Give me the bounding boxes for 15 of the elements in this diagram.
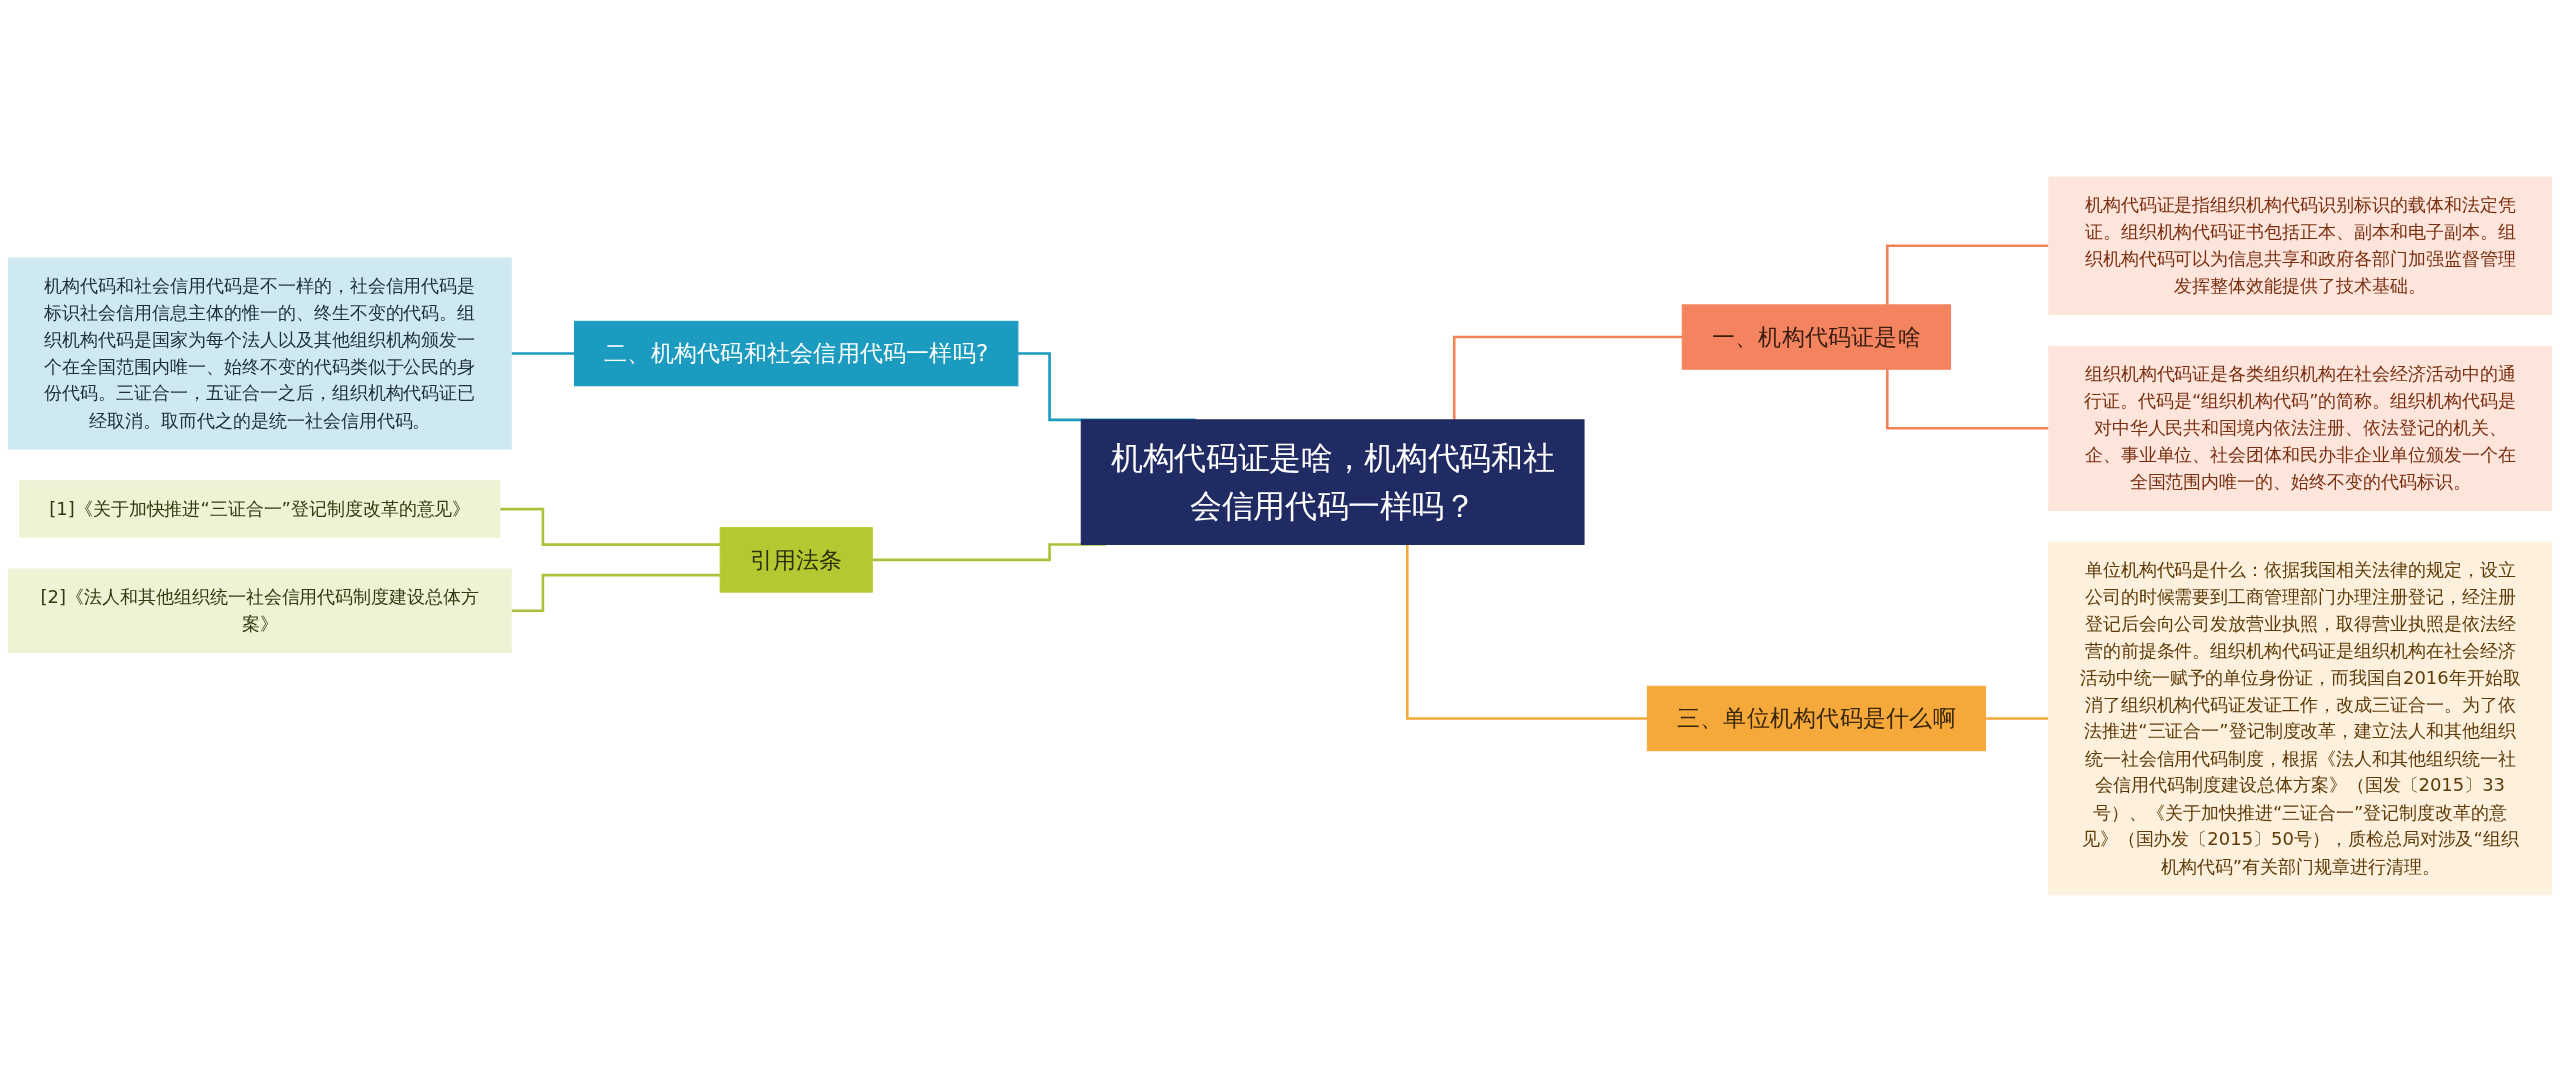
node-box: 机构代码证是啥，机构代码和社会信用代码一样吗？: [1080, 419, 1585, 545]
node-box: 二、机构代码和社会信用代码一样吗?: [574, 320, 1019, 387]
connector: [1452, 335, 1683, 420]
node-box: 机构代码证是指组织机构代码识别标识的载体和法定凭证。组织机构代码证书包括正本、副本和电子副本。组织机构代码可以为信息共享和政府各部门加强监督管理发挥整体效能提供了技术基础。: [2048, 176, 2553, 315]
node-box: [1]《关于加快推进“三证合一”登记制度改革的意见》: [19, 480, 501, 538]
node-box: [2]《法人和其他组织统一社会信用代码制度建设总体方案》: [7, 568, 512, 653]
connector: [1885, 369, 2049, 430]
node-box: 三、单位机构代码是什么啊: [1646, 685, 1986, 752]
node-box: 机构代码和社会信用代码是不一样的，社会信用代码是标识社会信用信息主体的惟一的、终生不变的代码。组织机构代码是国家为每个法人以及其他组织机构颁发一个在全国范围内唯一、始终不变的代码类似于公民的身份代码。三证合一，五证合一之后，组织机构代码证已经取消。取而代之的是统一社会信用代码。: [7, 257, 512, 450]
node-box: 引用法条: [719, 527, 873, 593]
node-box: 单位机构代码是什么：依据我国相关法律的规定，设立公司的时候需要到工商管理部门办理注册登记，经注册登记后会向公司发放营业执照，取得营业执照是依法经营的前提条件。组织机构代码证是组织机构在社会经济活动中统一赋予的单位身份证，而我国自2016年开始取消了组织机构代码证发证工作，改成三证合一。为了依法推进“三证合一”登记制度改革，建立法人和其他组织统一社会信用代码制度，根据《法人和其他组织统一社会信用代码制度建设总体方案》（国发〔2015〕33号）、《关于加快推进“三证合一”登记制度改革的意见》（国办发〔2015〕50号），质检总局对涉及“组织机构代码”有关部门规章进行清理。: [2048, 541, 2553, 896]
connector: [1885, 244, 2049, 305]
node-box: 组织机构代码证是各类组织机构在社会经济活动中的通行证。代码是“组织机构代码”的简称。组织机构代码是对中华人民共和国境内依法注册、依法登记的机关、企、事业单位、社会团体和民办非企业单位颁发一个在全国范围内唯一的、始终不变的代码标识。: [2048, 345, 2553, 511]
node-box: 一、机构代码证是啥: [1681, 304, 1952, 370]
connector: [1405, 544, 1648, 720]
